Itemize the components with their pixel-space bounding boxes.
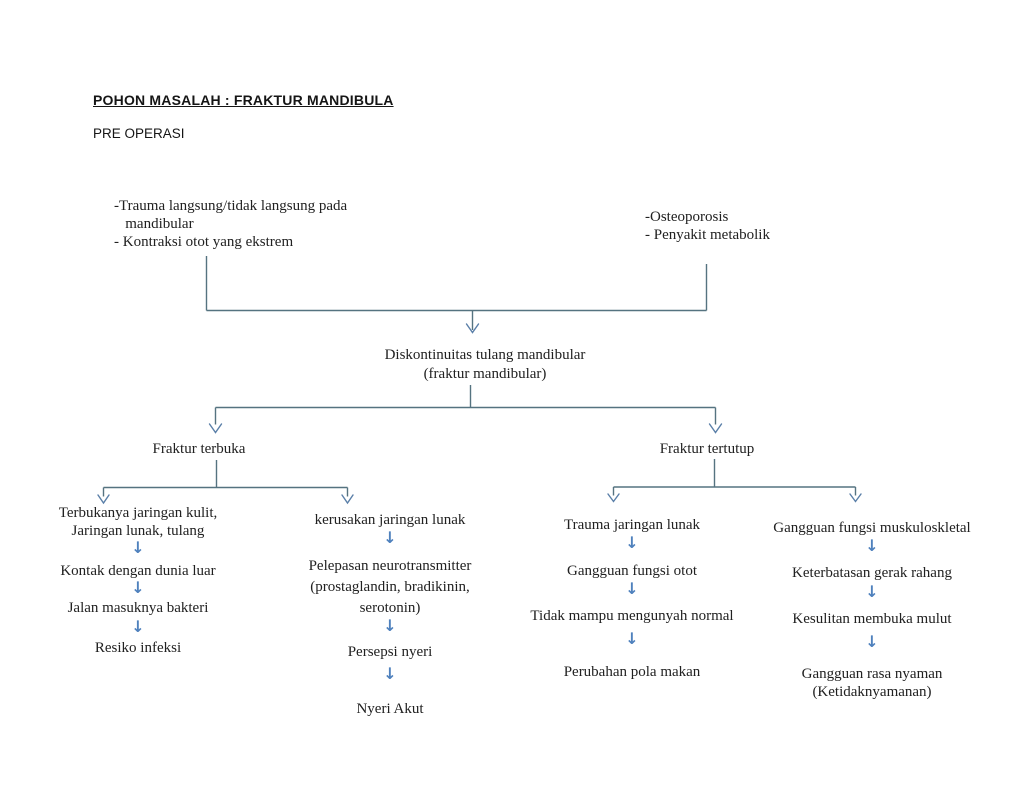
down-arrow-icon: ↓ [383,528,397,547]
flow-step: Persepsi nyeri [347,644,433,660]
arrowhead-icon [607,493,620,503]
flow-step: Gangguan fungsi muskuloskletal [773,520,971,536]
down-arrow-icon: ↓ [865,632,879,651]
flow-step: Nyeri Akut [356,701,424,717]
bracket-open-fracture [102,460,349,497]
flow-step: Terbukanya jaringan kulit, Jaringan luna… [58,505,218,539]
flow-step: Jalan masuknya bakteri [67,600,209,616]
flow-step: Gangguan rasa nyaman (Ketidaknyamanan) [801,666,943,700]
arrowhead-icon [849,493,862,503]
flow-step: Resiko infeksi [94,640,182,656]
down-arrow-icon: ↓ [131,538,145,557]
arrowhead-icon [708,423,723,434]
flow-step: Tidak mampu mengunyah normal [530,608,734,624]
flow-step: Keterbatasan gerak rahang [792,565,952,581]
bracket-branches [214,406,717,425]
flow-step: Kesulitan membuka mulut [792,611,952,627]
flow-step: Trauma jaringan lunak [563,517,701,533]
flow-step: Kontak dengan dunia luar [60,563,216,579]
down-arrow-icon: ↓ [625,533,639,552]
bracket-closed-fracture [612,459,857,496]
down-arrow-icon: ↓ [625,629,639,648]
down-arrow-icon: ↓ [865,536,879,555]
down-arrow-icon: ↓ [131,578,145,597]
arrowhead-icon [97,494,110,505]
root-node: Diskontinuitas tulang mandibular (fraktu… [384,347,586,382]
arrowhead-icon [208,423,223,434]
down-arrow-icon: ↓ [383,616,397,635]
page-title: POHON MASALAH : FRAKTUR MANDIBULA [93,92,394,108]
cause-osteoporosis-text: -Osteoporosis - Penyakit metabolik [645,209,770,243]
branch-label-closed-fracture: Fraktur tertutup [659,441,755,457]
arrowhead-icon [465,323,480,334]
bracket-causes [205,256,708,312]
flow-step: Pelepasan neurotransmitter (prostaglandi… [308,558,472,616]
down-arrow-icon: ↓ [865,582,879,601]
flow-step: Gangguan fungsi otot [567,563,697,579]
branch-label-open-fracture: Fraktur terbuka [152,441,246,457]
page-subtitle: PRE OPERASI [93,126,185,141]
flow-step: Perubahan pola makan [563,664,701,680]
cause-trauma-text: -Trauma langsung/tidak langsung pada man… [114,198,348,250]
down-arrow-icon: ↓ [131,617,145,636]
down-arrow-icon: ↓ [383,664,397,683]
down-arrow-icon: ↓ [625,579,639,598]
arrowhead-icon [341,494,354,505]
flow-step: kerusakan jaringan lunak [314,512,466,528]
